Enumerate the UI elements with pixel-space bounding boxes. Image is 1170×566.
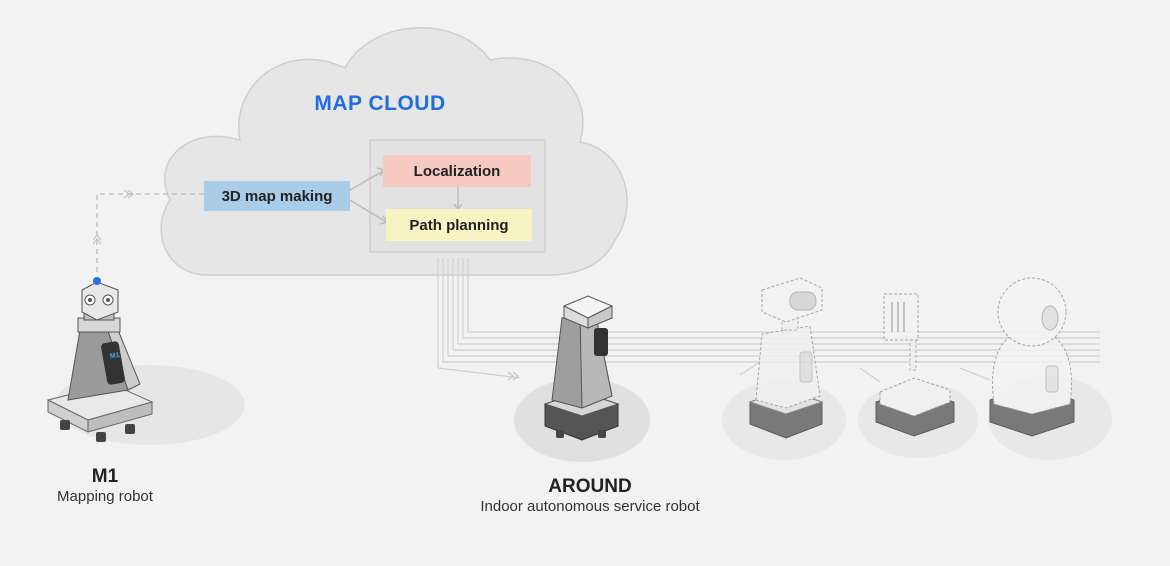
upload-chevron-up xyxy=(92,234,102,245)
cloud-title: MAP CLOUD xyxy=(314,92,446,115)
path-planning-box: Path planning xyxy=(386,209,532,241)
variant-robot-3 xyxy=(989,277,1075,437)
upload-chevron-right xyxy=(123,189,134,199)
variant-robot-1 xyxy=(748,277,824,439)
arrow-map-to-localization xyxy=(349,170,384,191)
m1-led xyxy=(93,277,101,285)
m1-subtitle: Mapping robot xyxy=(57,488,153,505)
arrow-map-to-path xyxy=(349,199,387,223)
m1-robot: M1 xyxy=(46,277,154,442)
around-subtitle: Indoor autonomous service robot xyxy=(480,498,700,515)
around-name: AROUND xyxy=(548,476,632,497)
localization-box: Localization xyxy=(383,155,531,187)
around-robot xyxy=(543,295,620,441)
variant-robot-2 xyxy=(875,293,955,437)
around-chevron-right xyxy=(507,371,519,381)
map-making-box: 3D map making xyxy=(204,181,350,211)
m1-badge: M1 xyxy=(110,352,121,361)
m1-name: M1 xyxy=(91,466,119,487)
